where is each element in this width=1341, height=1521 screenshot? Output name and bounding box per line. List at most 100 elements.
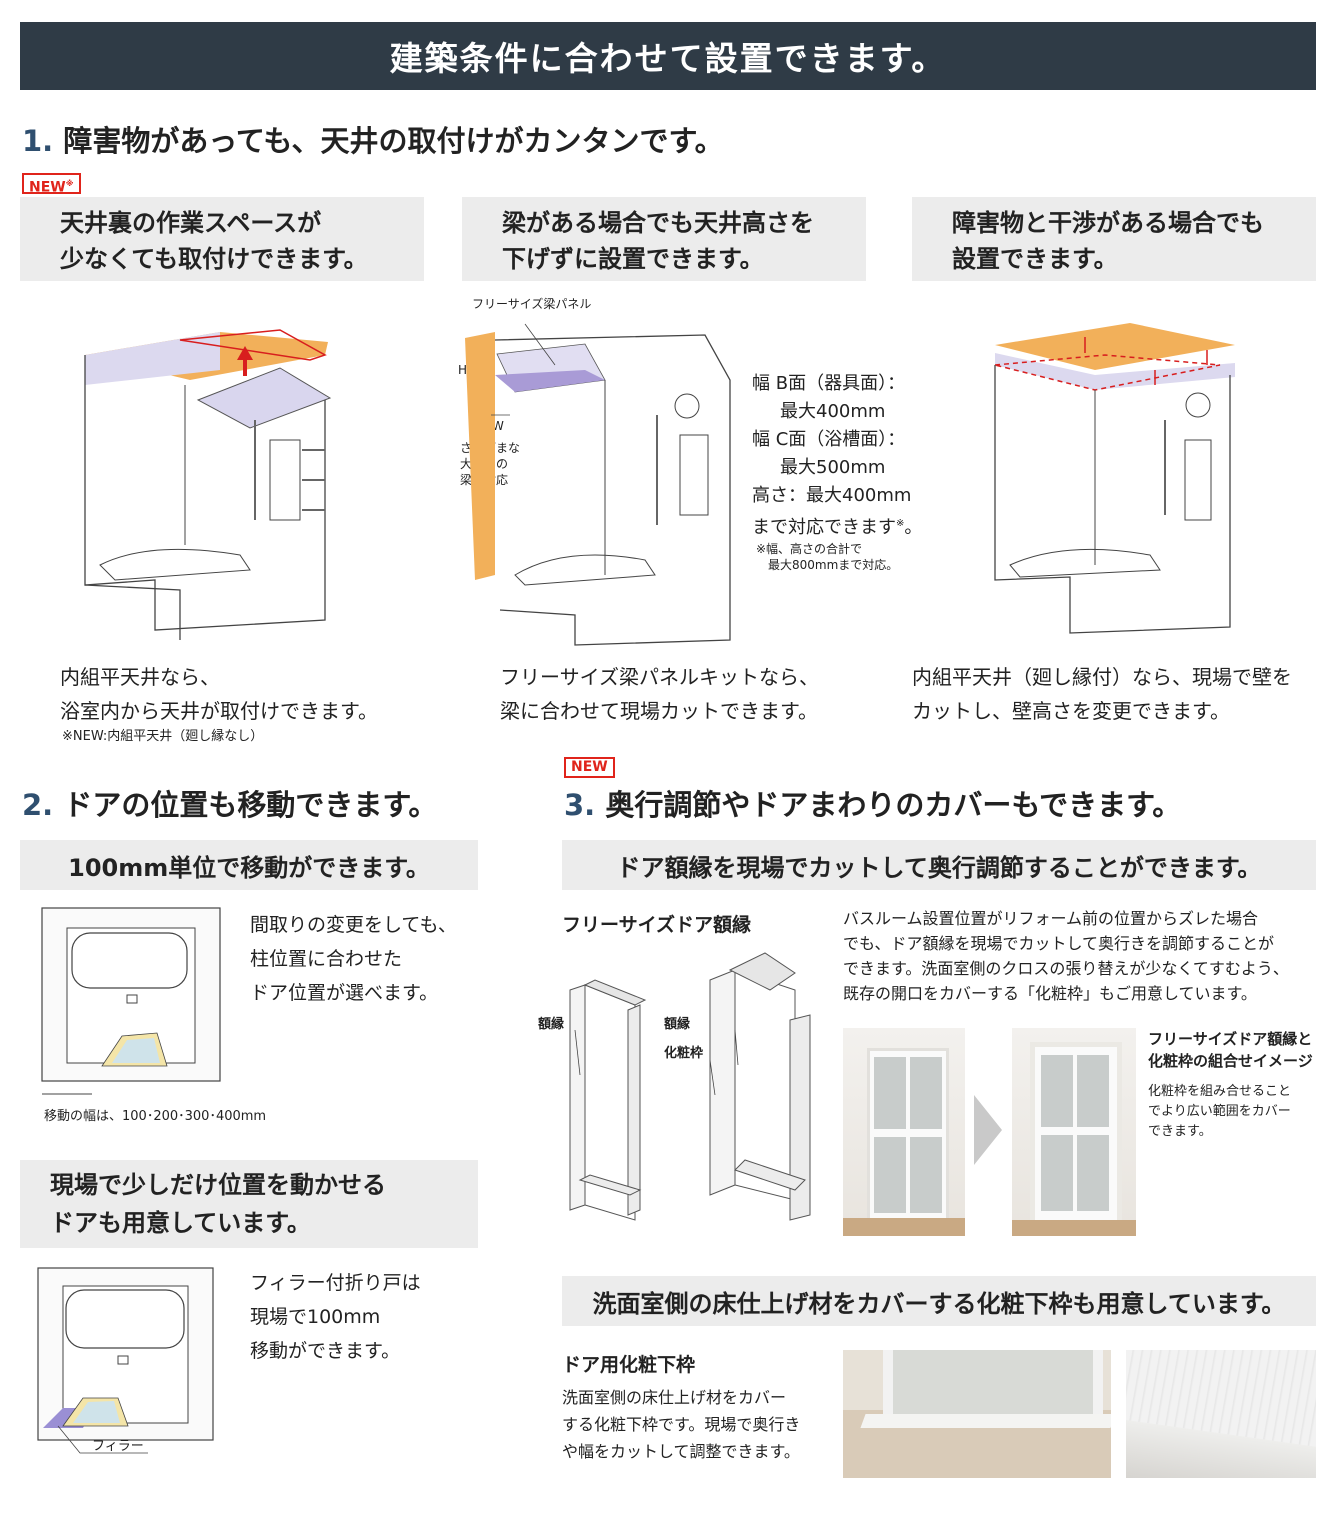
frame-label-1: 額縁 [538, 1017, 565, 1032]
frame-description: バスルーム設置位置がリフォーム前の位置からズレた場合 でも、ドア額縁を現場でカッ… [843, 906, 1323, 1006]
col1-caption-2: 浴室内から天井が取付けできます。 [60, 699, 378, 723]
arrow-head-icon [237, 346, 253, 360]
sill-title: ドア用化粧下枠 [562, 1354, 696, 1376]
bathtub-icon [71, 932, 188, 989]
page-banner: 建築条件に合わせて設置できます。 [20, 22, 1316, 90]
combo-title-2: 化粧枠の組合せイメージ [1148, 1052, 1313, 1070]
new-badge-label: NEW [29, 179, 66, 196]
mirror-icon [1184, 439, 1212, 521]
door-glass [112, 1038, 160, 1063]
col1-caption-1: 内組平天井なら、 [60, 665, 220, 689]
door-glass-1 [874, 1057, 906, 1129]
col1-caption: 内組平天井なら、 浴室内から天井が取付けできます。 [60, 660, 378, 728]
new-badge-2-label: NEW [571, 759, 608, 775]
door-glass-1 [1041, 1055, 1073, 1127]
new-badge-mark: ※ [65, 179, 74, 188]
frame-desc-1: バスルーム設置位置がリフォーム前の位置からズレた場合 [843, 909, 1259, 928]
beam-panel-label: フリーサイズ梁パネル [472, 297, 592, 311]
section3-number: 3. [564, 788, 596, 822]
section2-text2-2: 現場で100mm [250, 1306, 381, 1328]
spec-line-4: 最大500mm [780, 457, 886, 478]
col3-head-line2: 設置できます。 [952, 245, 1118, 273]
cover-label: 化粧枠 [664, 1046, 704, 1061]
section2-box1: 100mm単位で移動ができます。 [20, 840, 478, 890]
sill-photo-2 [1126, 1350, 1316, 1478]
combo-title-1: フリーサイズドア額縁と [1148, 1030, 1313, 1048]
door-glass-4 [1077, 1135, 1109, 1211]
col2-caption: フリーサイズ梁パネルキットなら、 梁に合わせて現場カットできます。 [500, 660, 819, 728]
banner-title: 建築条件に合わせて設置できます。 [389, 39, 947, 78]
spec-note: ※幅、高さの合計で 最大800mmまで対応。 [756, 541, 898, 573]
door-photo-frame-only [843, 1028, 965, 1236]
section2-text1-2: 柱位置に合わせた [250, 948, 403, 970]
sill-text-1: 洗面室側の床仕上げ材をカバー [562, 1388, 787, 1407]
sill-photo-1 [843, 1350, 1111, 1478]
fan-icon [1185, 392, 1211, 418]
bathroom-illustration-1 [84, 329, 332, 640]
move-width-note: 移動の幅は、100･200･300･400mm [44, 1109, 267, 1124]
ceiling-side [995, 353, 1095, 390]
frame-top [583, 979, 647, 1006]
h-label: H [458, 363, 468, 377]
spec-line-5: 高さ：最大400mm [752, 485, 912, 506]
ceiling-outline [179, 329, 327, 361]
section2-text2-1: フィラー付折り戸は [250, 1272, 421, 1294]
bathtub-icon [1009, 548, 1161, 578]
room-outline [84, 355, 326, 631]
spec-line-2: 最大400mm [780, 401, 886, 422]
door-glass-3 [874, 1137, 906, 1213]
col2-head-line2: 下げずに設置できます。 [502, 245, 764, 273]
section3-title: 奥行調節やドアまわりのカバーもできます。 [605, 788, 1182, 822]
combo-text-1: 化粧枠を組み合せること [1148, 1084, 1292, 1099]
col1-head: 天井裏の作業スペースが 少なくても取付けできます。 [20, 197, 424, 281]
door-glass-2 [910, 1057, 942, 1129]
section2-text2-3: 移動ができます。 [250, 1340, 401, 1362]
cover-right [789, 1014, 811, 1221]
section3-box1: ドア額縁を現場でカットして奥行調節することができます。 [562, 840, 1316, 890]
spec-line-3: 幅 C面（浴槽面）： [752, 429, 906, 450]
bathroom-illustration-3 [994, 323, 1235, 634]
sill-text: 洗面室側の床仕上げ材をカバー する化粧下枠です。現場で奥行き や幅をカットして調… [562, 1384, 800, 1465]
spec-note-1: ※幅、高さの合計で [756, 542, 863, 556]
col2-caption-1: フリーサイズ梁パネルキットなら、 [500, 665, 819, 689]
floorplan-2 [37, 1267, 214, 1454]
col3-caption-1: 内組平天井（廻し縁付）なら、現場で壁を [912, 665, 1292, 689]
sill-piece [860, 1414, 1111, 1428]
bathtub-icon [99, 548, 251, 581]
label-arrow-2 [734, 1029, 739, 1066]
section2-box2-line1: 現場で少しだけ位置を動かせる [50, 1171, 386, 1199]
spec-note-2: 最大800mmまで対応。 [768, 558, 899, 572]
cover-left [709, 969, 736, 1196]
col1-note: ※NEW:内組平天井（廻し縁なし） [62, 729, 264, 744]
col3-caption: 内組平天井（廻し縁付）なら、現場で壁を カットし、壁高さを変更できます。 [912, 660, 1292, 728]
section2-text2: フィラー付折り戸は 現場で100mm 移動ができます。 [250, 1266, 421, 1368]
col1-head-line1: 天井裏の作業スペースが [60, 209, 322, 237]
beam-spec: 幅 B面（器具面）： 最大400mm 幅 C面（浴槽面）： 最大500mm 高さ… [752, 370, 922, 542]
section3-box2: 洗面室側の床仕上げ材をカバーする化粧下枠も用意しています。 [562, 1276, 1316, 1326]
door-glass-4 [910, 1137, 942, 1213]
section2-text1: 間取りの変更をしても、 柱位置に合わせた ドア位置が選べます。 [250, 908, 457, 1010]
col2-head-line1: 梁がある場合でも天井高さを [502, 209, 814, 237]
sill-closeup [1126, 1420, 1316, 1478]
cover-bottom [734, 1159, 806, 1191]
section1-title: 障害物があっても、天井の取付けがカンタンです。 [63, 124, 724, 158]
combo-text-2: でより広い範囲をカバー [1148, 1104, 1291, 1119]
section2-text1-3: ドア位置が選べます。 [250, 982, 439, 1004]
label-arrow-3 [709, 1059, 716, 1096]
col3-head: 障害物と干渉がある場合でも 設置できます。 [912, 197, 1316, 281]
floorplan-1 [41, 907, 221, 1095]
spec-line-1: 幅 B面（器具面）： [752, 373, 906, 394]
spec-line-6-end: 。 [904, 517, 923, 538]
section1-heading: 1. 障害物があっても、天井の取付けがカンタンです。 [22, 118, 724, 160]
col2-head: 梁がある場合でも天井高さを 下げずに設置できます。 [462, 197, 866, 281]
ceiling-panel [196, 367, 332, 429]
sill-text-2: する化粧下枠です。現場で奥行き [562, 1415, 801, 1434]
sill-text-3: や幅をカットして調整できます。 [562, 1442, 800, 1461]
spec-line-6-mark: ※ [896, 518, 905, 529]
label-arrow-1 [574, 1029, 581, 1076]
ceiling-panel-left [85, 332, 220, 385]
beam-column [465, 332, 495, 580]
new-badge-2: NEW [564, 757, 615, 778]
floor-edge [84, 584, 181, 640]
floor [1012, 1220, 1136, 1236]
